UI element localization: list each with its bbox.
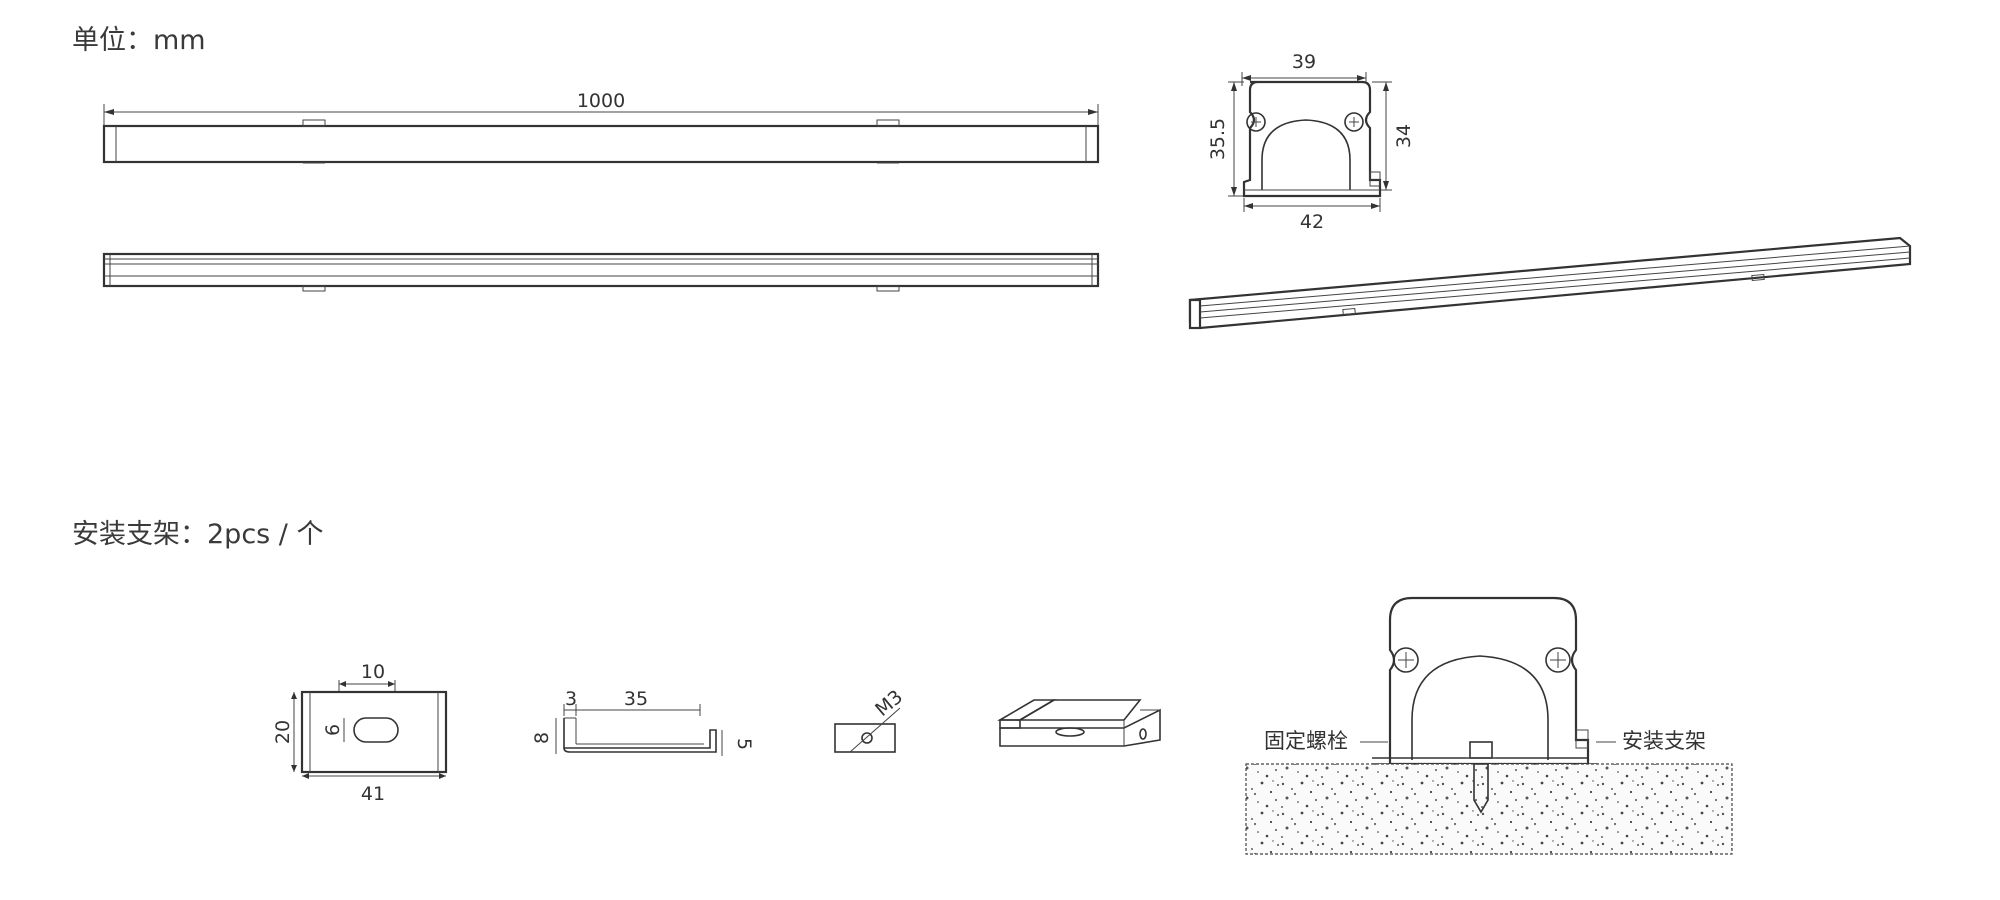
side-lip-dim: 3 [565,688,577,710]
bracket-top-view: 10 20 6 41 [272,661,448,805]
bracket-quantity-label: 安装支架：2pcs / 个 [72,519,324,550]
profile-left-height-dim: 35.5 [1207,118,1229,160]
installation-diagram: 固定螺栓 安装支架 [1245,596,1733,855]
fixing-bolt-callout: 固定螺栓 [1264,729,1348,753]
profile-cross-section: 39 35.5 34 42 [1207,51,1415,233]
bracket-slot-width-dim: 10 [361,661,385,683]
bracket-3d-view [997,699,1161,747]
screw-size-dim: M3 [871,686,907,721]
bracket-slot-height-dim: 6 [322,724,344,736]
profile-top-width-dim: 39 [1292,51,1316,73]
bracket-height-dim: 20 [272,720,294,744]
screw-detail: M3 [834,686,907,753]
bracket-side-view: 3 35 8 5 [531,688,755,756]
profile-right-height-dim: 34 [1393,124,1415,148]
bar-front-view: 1000 [102,90,1100,164]
profile-bottom-width-dim: 42 [1300,211,1324,233]
length-dim: 1000 [577,90,625,112]
side-height-right-dim: 5 [733,738,755,750]
unit-label: 单位：mm [72,25,206,56]
mounting-bracket-callout: 安装支架 [1622,729,1706,753]
side-height-left-dim: 8 [531,732,553,744]
bracket-width-dim: 41 [361,783,385,805]
side-length-dim: 35 [624,688,648,710]
bar-side-view [102,252,1100,292]
bar-perspective-view [1188,236,1912,330]
